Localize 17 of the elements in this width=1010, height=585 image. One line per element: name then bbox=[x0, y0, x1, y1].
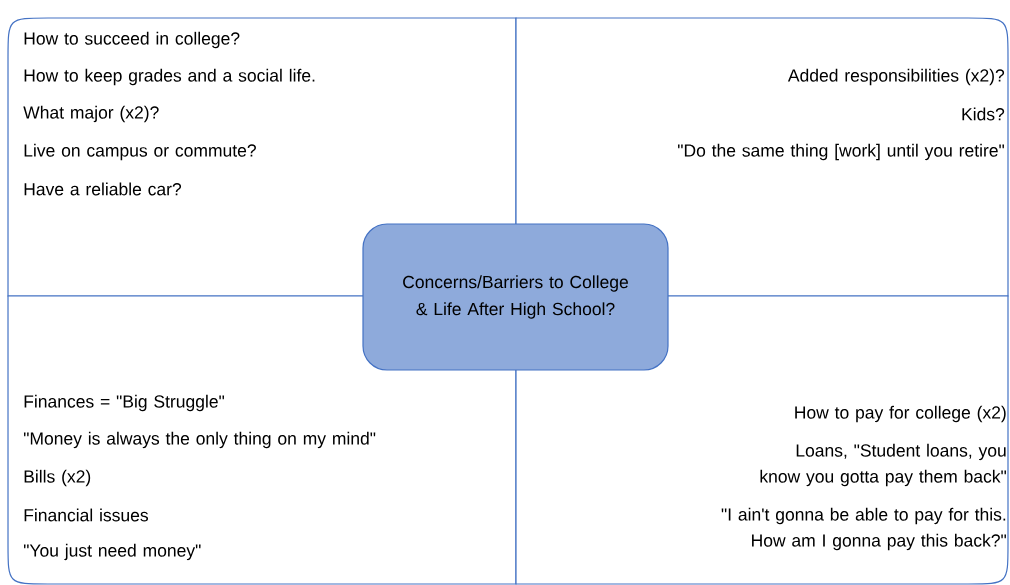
note-text: Finances = "Big Struggle" bbox=[24, 394, 225, 412]
note-text: How to keep grades and a social life. bbox=[24, 68, 315, 86]
note-text: "Do the same thing [work] until you retire" bbox=[678, 143, 1004, 161]
note-text: Kids? bbox=[962, 107, 1005, 121]
note-text: "You just need money" bbox=[23, 543, 201, 561]
note-text: How to pay for college (x2) bbox=[795, 405, 1006, 423]
note-text: Loans, "Student loans, you know you gotta pay them back" bbox=[760, 443, 1006, 487]
note-text: How to succeed in college? bbox=[24, 31, 240, 49]
note-text: Added responsibilities (x2)? bbox=[787, 68, 1005, 86]
topic-box: Concerns/Barriers to College & Life After High School? bbox=[362, 223, 669, 371]
note-text: Bills (x2) bbox=[24, 469, 91, 487]
note-text: Have a reliable car? bbox=[24, 182, 182, 196]
note-text: Financial issues bbox=[24, 508, 148, 522]
note-text: "Money is always the only thing on my mind" bbox=[23, 431, 376, 449]
note-text: Live on campus or commute? bbox=[24, 143, 256, 161]
note-text: What major (x2)? bbox=[23, 105, 159, 123]
note-text: "I ain't gonna be able to pay for this. How am I gonna pay this back?" bbox=[721, 507, 1006, 551]
